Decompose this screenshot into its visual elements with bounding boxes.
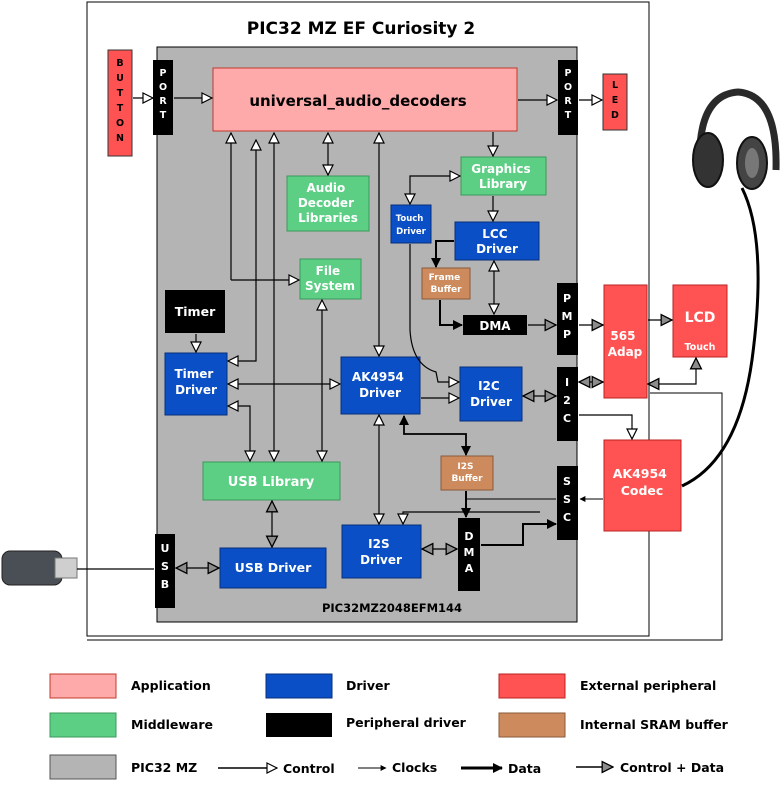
legend-swatch-sram xyxy=(498,712,566,738)
usb-stick-icon xyxy=(1,550,78,586)
board-title: PIC32 MZ EF Curiosity 2 xyxy=(247,19,476,39)
i2s-driver-label: I2S Driver xyxy=(360,537,402,567)
legend-swatch-external xyxy=(498,673,566,699)
legend-label-application: Application xyxy=(131,678,211,693)
wire-i2s-ssc-ctl xyxy=(403,511,540,524)
headphones-icon xyxy=(692,88,780,190)
port-in-block xyxy=(153,60,173,135)
codec-block[interactable] xyxy=(603,439,682,532)
frame-buffer-label: Frame Buffer xyxy=(429,273,464,295)
headphone-cable xyxy=(681,187,760,488)
legend-label-peripheral-driver: Peripheral driver xyxy=(346,715,467,730)
legend-swatch-peripheral-driver xyxy=(266,713,332,737)
graphics-library[interactable] xyxy=(460,156,547,196)
wire-i2cport-codec xyxy=(579,414,632,439)
audio-decoder-libraries-label: Audio Decoder Libraries xyxy=(298,181,358,225)
legend-label-sram: Internal SRAM buffer xyxy=(580,717,729,732)
legend-label-control-data: Control + Data xyxy=(620,760,724,775)
i2c-driver-label: I2C Driver xyxy=(470,379,512,409)
graphics-library-label: Graphics Library xyxy=(471,162,535,191)
wire-app-timerdriver xyxy=(228,140,256,361)
wire-lcdtouch-565 xyxy=(648,358,696,384)
codec-label: AK4954 Codec xyxy=(613,466,672,498)
frame-buffer[interactable] xyxy=(421,267,471,300)
file-system[interactable] xyxy=(299,258,362,300)
timer-driver[interactable] xyxy=(164,352,228,416)
wire-framebuffer-dma xyxy=(439,300,463,330)
touch-driver-label: Touch Driver xyxy=(396,214,427,237)
i2s-driver[interactable] xyxy=(341,524,422,579)
dma-vertical xyxy=(458,518,480,591)
file-system-label: File System xyxy=(305,264,355,293)
usb-library[interactable] xyxy=(202,461,341,501)
legend-label-data: Data xyxy=(508,761,541,776)
touch-driver[interactable] xyxy=(390,204,432,244)
usb-library-label: USB Library xyxy=(228,475,315,490)
legend-label-pic32: PIC32 MZ xyxy=(131,760,197,775)
lcd-block[interactable] xyxy=(672,284,728,358)
app-block[interactable] xyxy=(212,67,518,132)
lcd-label: LCD xyxy=(685,310,716,326)
ssc-port xyxy=(557,466,578,540)
lcd-touch-label: Touch xyxy=(685,342,716,353)
wire-dma-ssc xyxy=(481,519,557,546)
i2c-port xyxy=(557,367,578,441)
dma-horizontal-label: DMA xyxy=(479,319,511,333)
usb-driver-label: USB Driver xyxy=(235,560,312,575)
dma-horizontal xyxy=(463,315,527,335)
app-label: universal_audio_decoders xyxy=(249,92,466,110)
adap-565[interactable] xyxy=(603,284,648,399)
legend-swatch-middleware xyxy=(49,712,117,738)
led-block[interactable] xyxy=(602,73,628,131)
i2s-buffer-label: I2S Buffer xyxy=(451,462,483,484)
timer-driver-label: Timer Driver xyxy=(174,367,217,397)
legend-label-middleware: Middleware xyxy=(131,717,213,732)
timer-block[interactable] xyxy=(165,290,225,333)
wire-touch-i2c xyxy=(409,244,459,382)
usb-port xyxy=(155,534,175,608)
ak4954-driver-label: AK4954 Driver xyxy=(352,370,408,400)
legend-label-clocks: Clocks xyxy=(392,760,437,775)
legend-label-control: Control xyxy=(283,761,335,776)
wire-timerdriver-usblib xyxy=(228,406,250,461)
timer-label: Timer xyxy=(175,304,216,319)
adap-565-label: 565 Adap xyxy=(608,329,643,359)
audio-decoder-libraries[interactable] xyxy=(286,175,370,232)
legend-swatch-driver xyxy=(265,673,333,699)
wire-lcc-framebuffer xyxy=(431,240,454,268)
wire-graphics-touch xyxy=(410,176,460,204)
pmp-port xyxy=(557,283,578,355)
i2c-driver[interactable] xyxy=(459,366,523,422)
legend-label-driver: Driver xyxy=(346,678,390,693)
legend-label-external: External peripheral xyxy=(580,678,716,693)
wire-right-loop xyxy=(87,392,723,641)
wire-ak-i2sbuffer xyxy=(399,415,471,456)
chip-label: PIC32MZ2048EFM144 xyxy=(322,601,462,615)
i2s-buffer[interactable] xyxy=(440,455,494,491)
legend-swatch-application xyxy=(49,673,117,699)
port-out-block xyxy=(558,60,578,135)
lcc-driver-label: LCC Driver xyxy=(476,227,518,256)
legend-swatch-pic32 xyxy=(49,754,117,780)
usb-driver[interactable] xyxy=(219,547,327,589)
button-block[interactable] xyxy=(107,49,133,157)
